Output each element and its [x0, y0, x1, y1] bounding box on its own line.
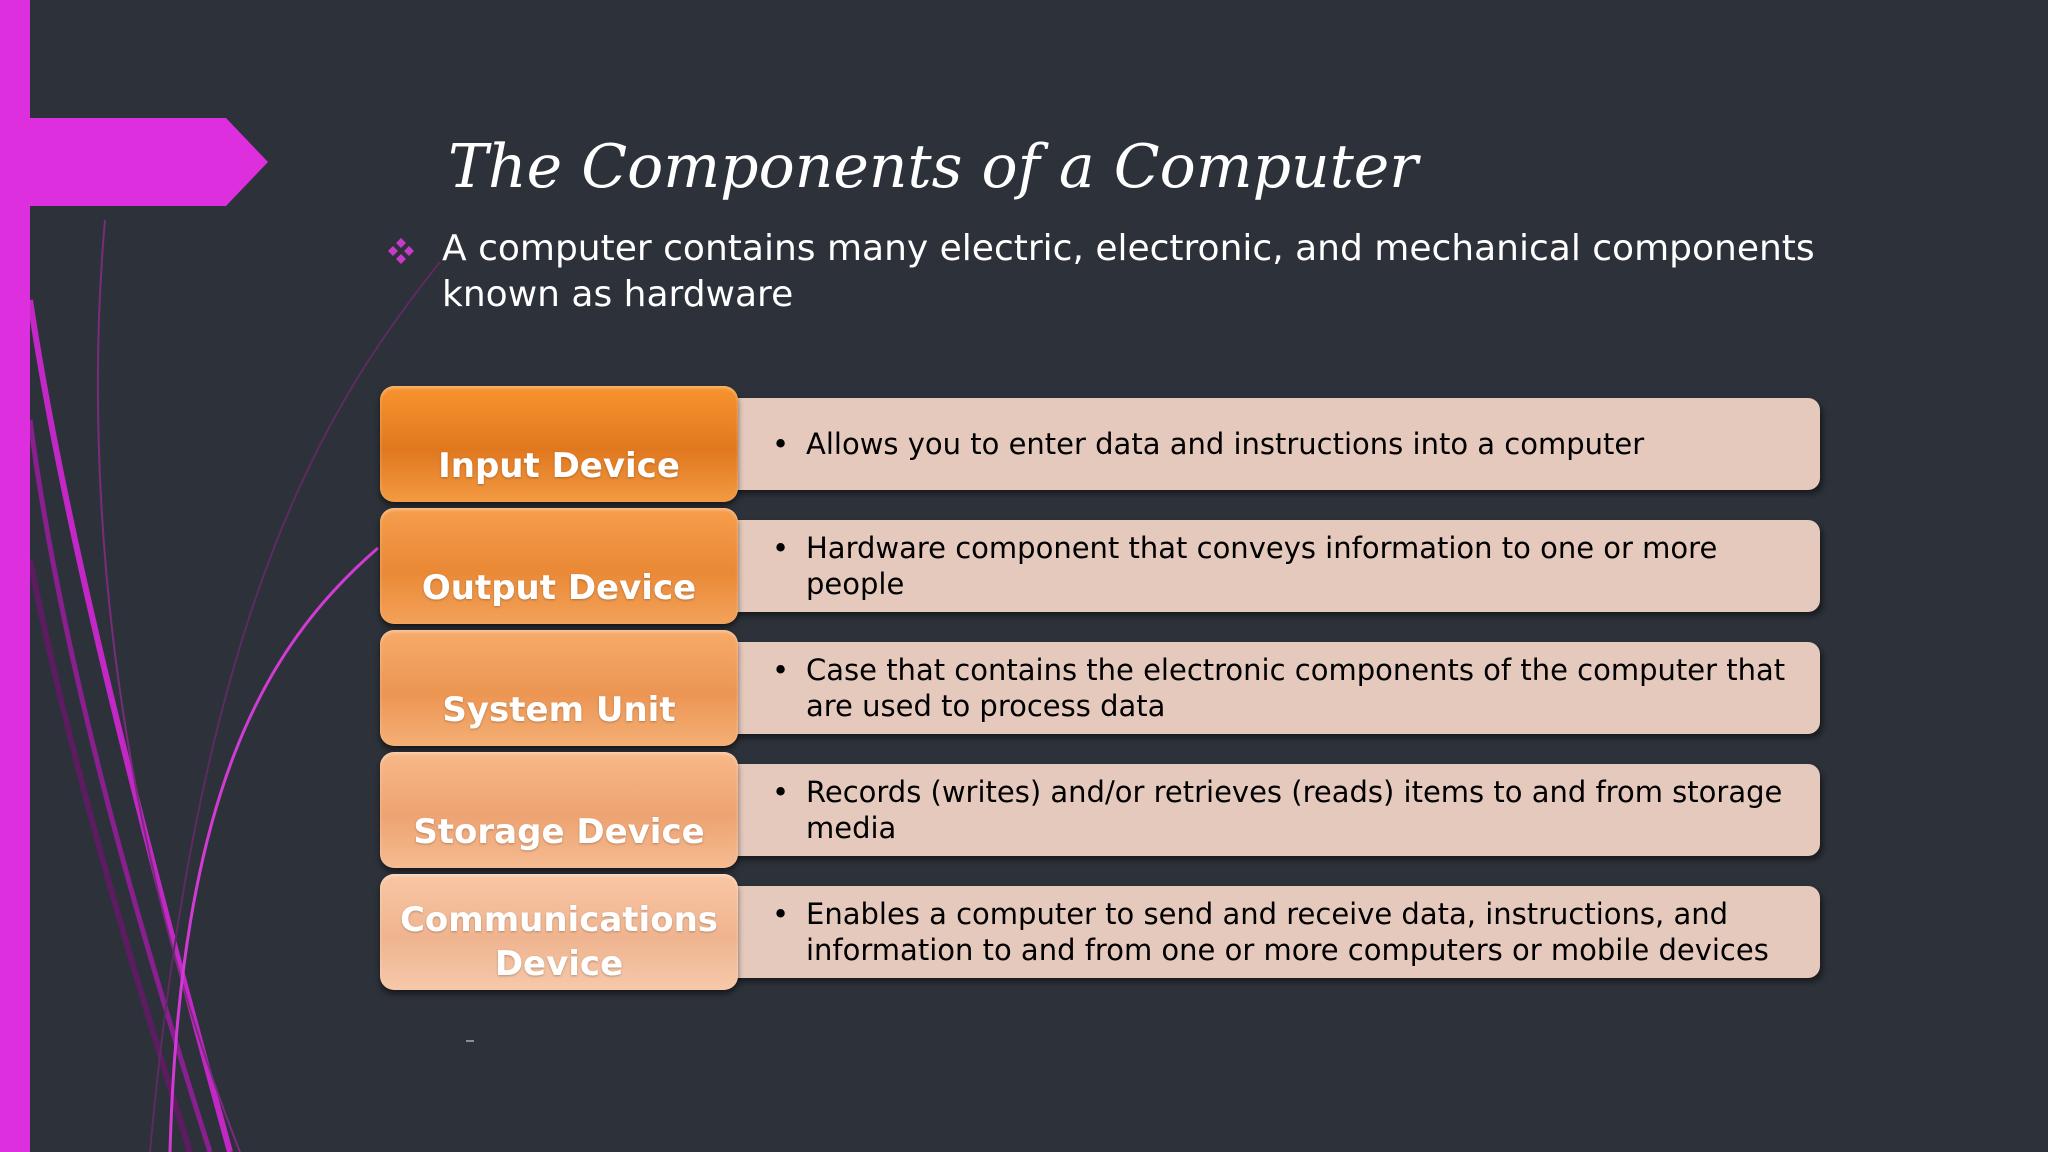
component-row-communications: Enables a computer to send and receive d… [380, 874, 1842, 990]
component-label: Storage Device [380, 752, 738, 868]
component-description-box: Enables a computer to send and receive d… [730, 886, 1820, 978]
component-label: Output Device [380, 508, 738, 624]
component-description-box: Records (writes) and/or retrieves (reads… [730, 764, 1820, 856]
component-description-box: Case that contains the electronic compon… [730, 642, 1820, 734]
component-description-box: Allows you to enter data and instruction… [730, 398, 1820, 490]
intro-bullet-text: A computer contains many electric, elect… [442, 228, 1815, 315]
component-description: Records (writes) and/or retrieves (reads… [730, 774, 1820, 846]
component-row-system-unit: Case that contains the electronic compon… [380, 630, 1842, 746]
component-description: Allows you to enter data and instruction… [730, 426, 1674, 462]
component-row-input: Allows you to enter data and instruction… [380, 386, 1842, 502]
component-description: Hardware component that conveys informat… [730, 530, 1820, 602]
component-row-storage: Records (writes) and/or retrieves (reads… [380, 752, 1842, 868]
component-label: Communications Device [380, 874, 738, 990]
component-label: System Unit [380, 630, 738, 746]
component-row-output: Hardware component that conveys informat… [380, 508, 1842, 624]
component-description-box: Hardware component that conveys informat… [730, 520, 1820, 612]
title-arrow-banner [0, 118, 268, 206]
component-description: Case that contains the electronic compon… [730, 652, 1820, 724]
stray-dash [466, 1040, 474, 1042]
component-description: Enables a computer to send and receive d… [730, 896, 1820, 968]
component-label: Input Device [380, 386, 738, 502]
four-diamond-bullet-icon [388, 238, 414, 264]
slide-title: The Components of a Computer [448, 132, 1418, 202]
